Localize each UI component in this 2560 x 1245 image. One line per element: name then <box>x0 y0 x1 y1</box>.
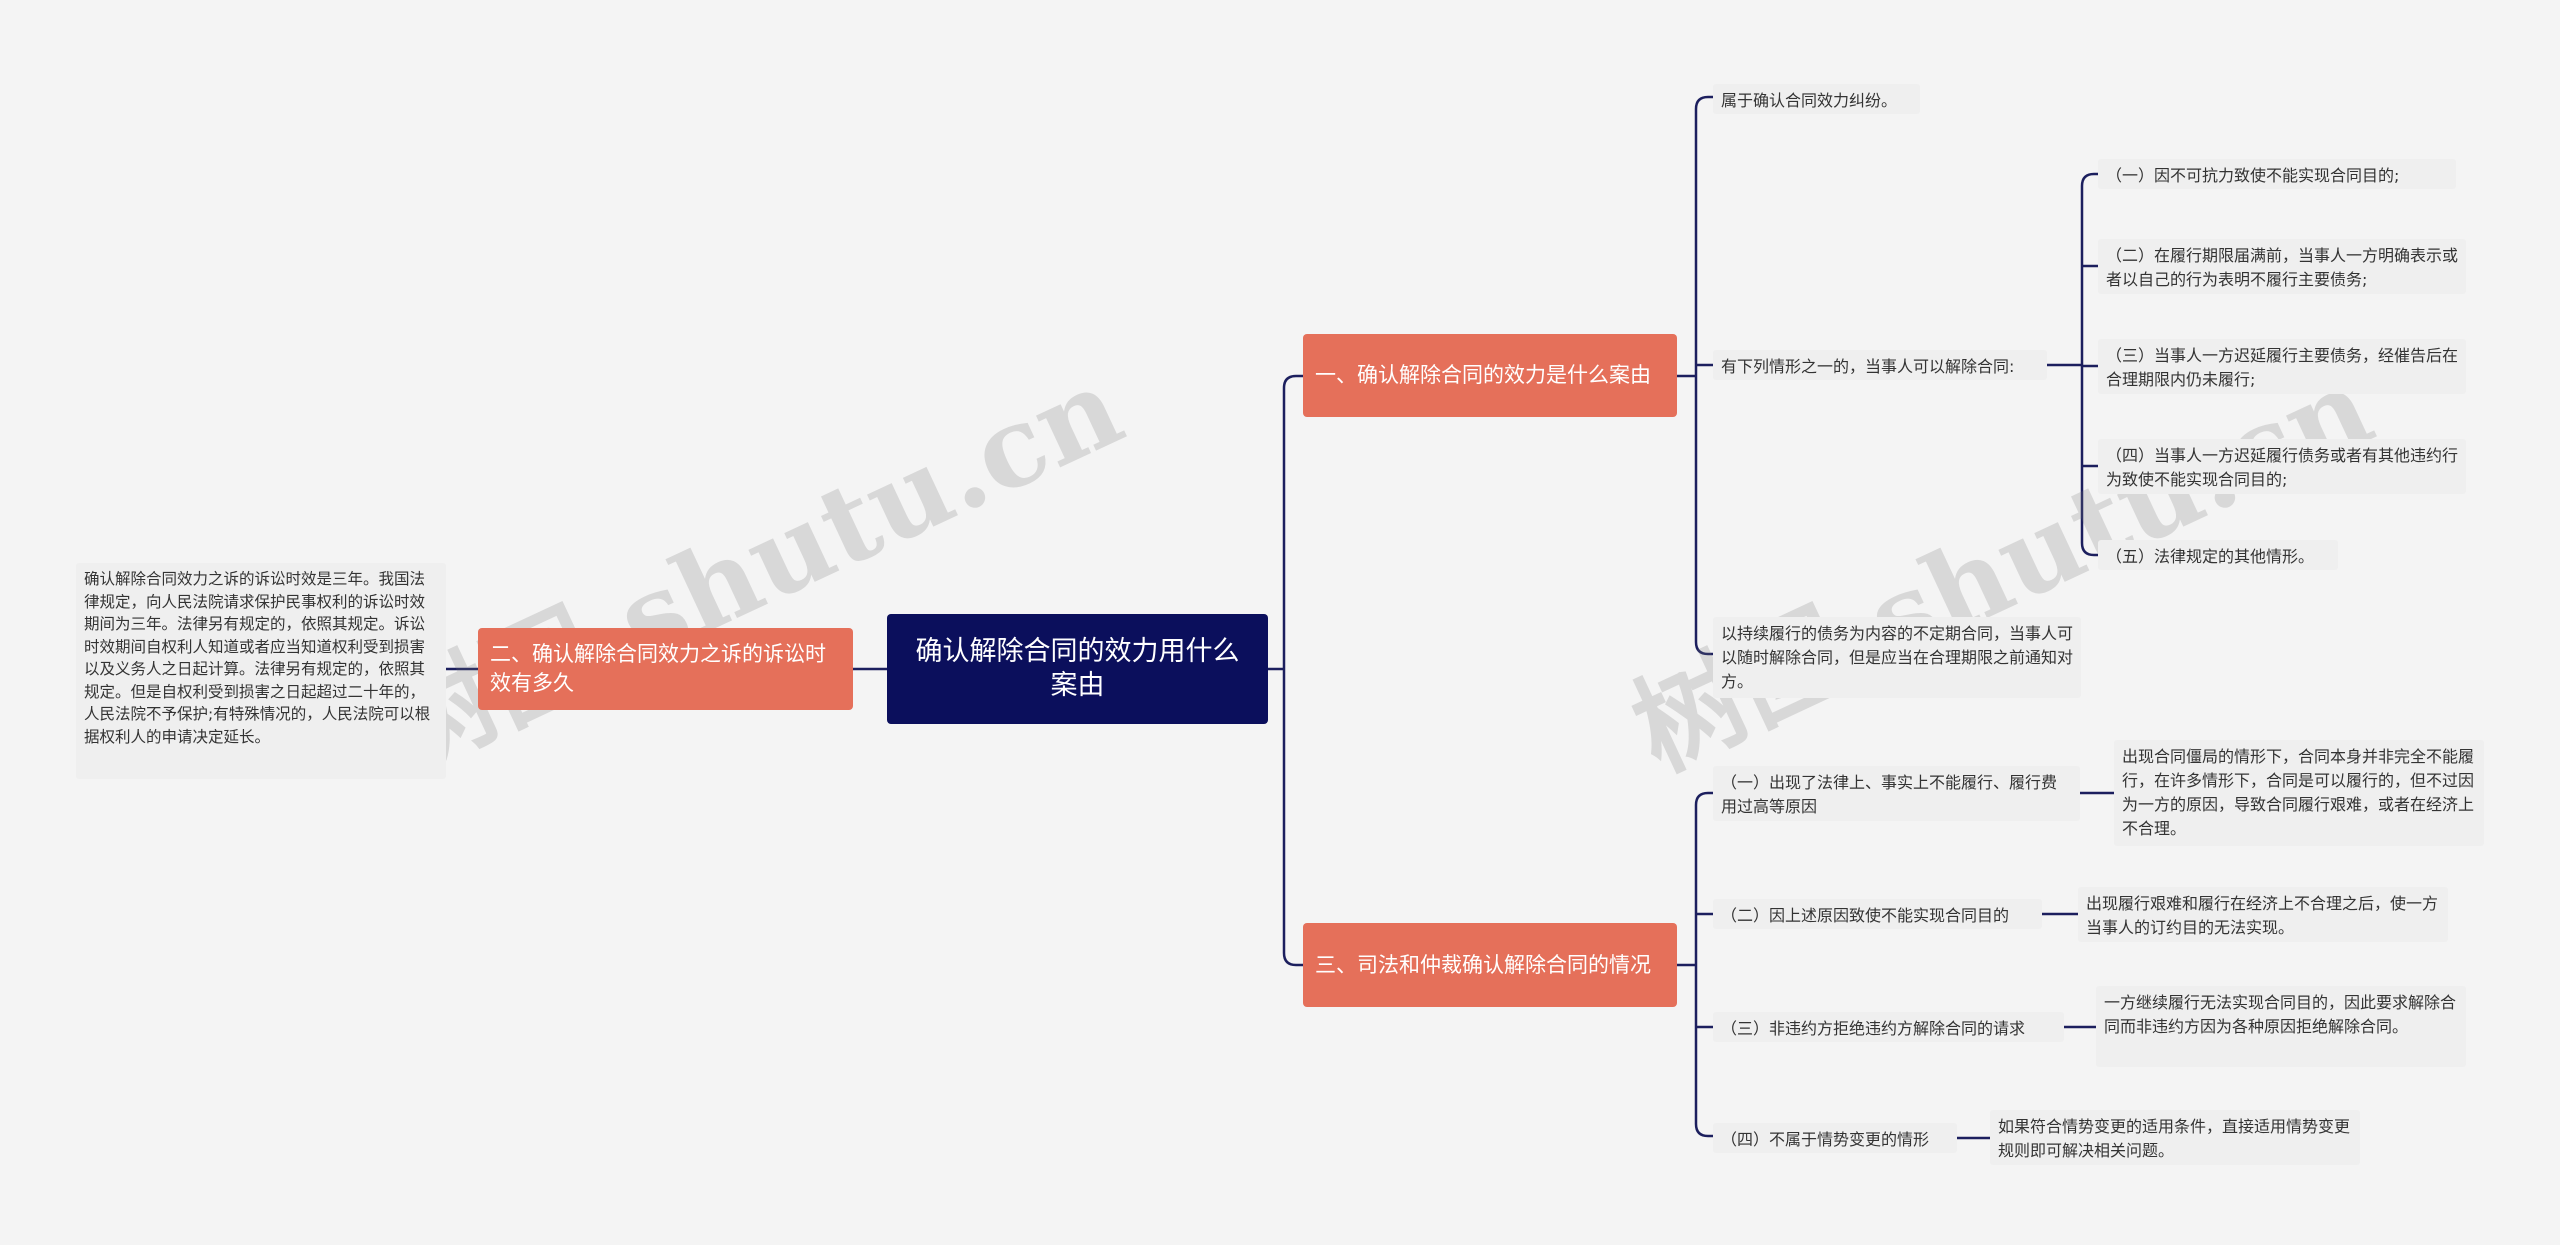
b3-item-1-text: （一）出现了法律上、事实上不能履行、履行费用过高等原因 <box>1721 773 2058 816</box>
branch-3-label: 三、司法和仲裁确认解除合同的情况 <box>1315 952 1651 977</box>
b1-sub-2[interactable]: （二）在履行期限届满前，当事人一方明确表示或者以自己的行为表明不履行主要债务; <box>2098 239 2466 294</box>
b1-item-2-text: 有下列情形之一的，当事人可以解除合同: <box>1721 357 2015 376</box>
b1-sub-1-text: （一）因不可抗力致使不能实现合同目的; <box>2106 166 2400 185</box>
root-node[interactable]: 确认解除合同的效力用什么案由 <box>887 614 1268 724</box>
link-item2-subs <box>2047 172 2098 557</box>
b2-leaf-text: 确认解除合同效力之诉的诉讼时效是三年。我国法律规定，向人民法院请求保护民事权利的… <box>84 570 431 746</box>
branch-node-1[interactable]: 一、确认解除合同的效力是什么案由 <box>1303 334 1677 417</box>
link-b1-children <box>1677 95 1713 656</box>
branch-node-2[interactable]: 二、确认解除合同效力之诉的诉讼时效有多久 <box>478 628 853 710</box>
b1-item-3-text: 以持续履行的债务为内容的不定期合同，当事人可以随时解除合同，但是应当在合理期限之… <box>1721 624 2074 691</box>
b3-detail-4-text: 如果符合情势变更的适用条件，直接适用情势变更规则即可解决相关问题。 <box>1998 1117 2351 1160</box>
root-label: 确认解除合同的效力用什么案由 <box>915 636 1240 701</box>
b3-item-2-text: （二）因上述原因致使不能实现合同目的 <box>1721 906 2010 925</box>
b3-detail-2-text: 出现履行艰难和履行在经济上不合理之后，使一方当事人的订约目的无法实现。 <box>2086 894 2439 937</box>
b1-sub-5[interactable]: （五）法律规定的其他情形。 <box>2098 540 2338 570</box>
b3-detail-1-text: 出现合同僵局的情形下，合同本身并非完全不能履行，在许多情形下，合同是可以履行的，… <box>2122 747 2475 838</box>
link-b3-items <box>1677 791 1713 1138</box>
b3-item-3[interactable]: （三）非违约方拒绝违约方解除合同的请求 <box>1713 1012 2064 1042</box>
link-root-b3 <box>1282 669 1303 967</box>
b1-sub-4[interactable]: （四）当事人一方迟延履行债务或者有其他违约行为致使不能实现合同目的; <box>2098 439 2466 494</box>
b3-item-1[interactable]: （一）出现了法律上、事实上不能履行、履行费用过高等原因 <box>1713 766 2080 821</box>
b3-item-4-text: （四）不属于情势变更的情形 <box>1721 1130 1930 1149</box>
b3-detail-3[interactable]: 一方继续履行无法实现合同目的，因此要求解除合同而非违约方因为各种原因拒绝解除合同… <box>2096 986 2466 1067</box>
b3-detail-1[interactable]: 出现合同僵局的情形下，合同本身并非完全不能履行，在许多情形下，合同是可以履行的，… <box>2114 740 2484 846</box>
b1-sub-1[interactable]: （一）因不可抗力致使不能实现合同目的; <box>2098 159 2456 189</box>
branch-1-label: 一、确认解除合同的效力是什么案由 <box>1315 363 1651 387</box>
b1-sub-2-text: （二）在履行期限届满前，当事人一方明确表示或者以自己的行为表明不履行主要债务; <box>2106 246 2459 289</box>
b3-item-4[interactable]: （四）不属于情势变更的情形 <box>1713 1123 1957 1153</box>
b3-detail-3-text: 一方继续履行无法实现合同目的，因此要求解除合同而非违约方因为各种原因拒绝解除合同… <box>2104 993 2457 1036</box>
b1-sub-3[interactable]: （三）当事人一方迟延履行主要债务，经催告后在合理期限内仍未履行; <box>2098 339 2466 394</box>
b1-item-1-text: 属于确认合同效力纠纷。 <box>1721 91 1898 110</box>
branch-2-label: 二、确认解除合同效力之诉的诉讼时效有多久 <box>490 642 826 695</box>
b1-sub-5-text: （五）法律规定的其他情形。 <box>2106 547 2315 566</box>
b3-detail-2[interactable]: 出现履行艰难和履行在经济上不合理之后，使一方当事人的订约目的无法实现。 <box>2078 887 2448 942</box>
b1-item-2[interactable]: 有下列情形之一的，当事人可以解除合同: <box>1713 350 2047 380</box>
b3-item-2[interactable]: （二）因上述原因致使不能实现合同目的 <box>1713 899 2042 929</box>
b3-detail-4[interactable]: 如果符合情势变更的适用条件，直接适用情势变更规则即可解决相关问题。 <box>1990 1110 2360 1165</box>
link-root-b1 <box>1268 374 1303 671</box>
b1-sub-4-text: （四）当事人一方迟延履行债务或者有其他违约行为致使不能实现合同目的; <box>2106 446 2459 489</box>
b1-item-3[interactable]: 以持续履行的债务为内容的不定期合同，当事人可以随时解除合同，但是应当在合理期限之… <box>1713 617 2081 698</box>
b3-item-3-text: （三）非违约方拒绝违约方解除合同的请求 <box>1721 1019 2026 1038</box>
b1-item-1[interactable]: 属于确认合同效力纠纷。 <box>1713 84 1920 114</box>
b1-sub-3-text: （三）当事人一方迟延履行主要债务，经催告后在合理期限内仍未履行; <box>2106 346 2459 389</box>
branch-node-3[interactable]: 三、司法和仲裁确认解除合同的情况 <box>1303 923 1677 1007</box>
b2-leaf-node[interactable]: 确认解除合同效力之诉的诉讼时效是三年。我国法律规定，向人民法院请求保护民事权利的… <box>76 563 446 779</box>
